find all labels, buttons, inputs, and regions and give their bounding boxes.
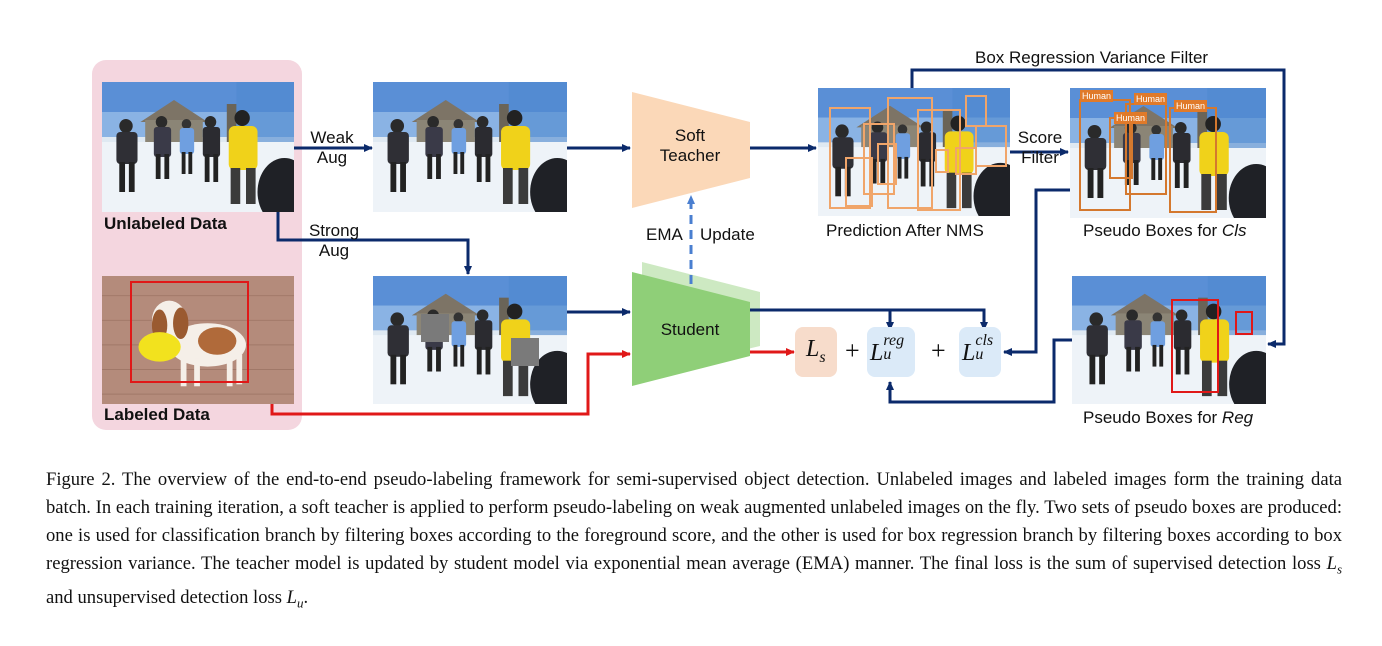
caption-math-1-sub: s — [1336, 561, 1342, 577]
pseudo-reg-image — [1072, 276, 1266, 404]
human-tag-4: Human — [1174, 100, 1208, 112]
loss-s-box — [795, 327, 837, 377]
caption-math-2-sub: u — [296, 595, 304, 611]
pseudo-cls-label-prefix: Pseudo Boxes for — [1083, 221, 1222, 240]
soft-teacher-label: Soft Teacher — [648, 126, 732, 166]
loss-u-reg-box — [867, 327, 915, 377]
labeled-to-student-arrow — [270, 350, 631, 416]
strong-aug-line1: Strong — [308, 221, 360, 240]
figure-caption: Figure 2. The overview of the end-to-end… — [46, 466, 1342, 617]
loss-u-cls: L cls u — [962, 333, 993, 368]
box-regression-filter-label: Box Regression Variance Filter — [975, 48, 1209, 67]
student-to-losses-arrow — [750, 308, 988, 331]
caption-text-2: and unsupervised detection loss — [46, 586, 287, 608]
loss-u-cls-sub: u — [975, 346, 984, 364]
score-filter-label: Score Filter — [1012, 128, 1068, 168]
score-filter-line1: Score — [1017, 128, 1063, 147]
human-tag-2: Human — [1134, 93, 1168, 105]
loss-s-sub: s — [819, 348, 826, 366]
loss-s-main: L — [806, 336, 820, 362]
soft-teacher-label-line1: Soft — [674, 126, 706, 145]
box-regression-filter-arrow — [910, 68, 1286, 348]
loss-u-reg-main: L — [870, 340, 884, 366]
student-label: Student — [660, 320, 720, 339]
strong-aug-line2: Aug — [318, 241, 350, 260]
pseudo-cls-label-em: Cls — [1221, 221, 1247, 240]
pseudo-reg-label-prefix: Pseudo Boxes for — [1083, 408, 1222, 427]
strong-aug-label: Strong Aug — [300, 221, 368, 261]
loss-u-cls-box — [959, 327, 1001, 377]
caption-math-2: L — [286, 586, 297, 608]
student-block — [632, 272, 750, 386]
soft-teacher-label-line2: Teacher — [659, 146, 721, 165]
plus-1: + — [845, 336, 860, 365]
score-filter-line2: Filter — [1021, 148, 1059, 167]
strong-aug-image — [373, 276, 567, 404]
loss-u-reg-sup: reg — [883, 332, 905, 350]
loss-u-reg: L reg u — [870, 333, 904, 368]
soft-teacher-block — [632, 92, 750, 208]
loss-u-reg-sub: u — [883, 346, 892, 364]
plus-2: + — [931, 336, 946, 365]
ema-label-2: Update — [700, 225, 755, 244]
caption-text-1: Figure 2. The overview of the end-to-end… — [46, 469, 1342, 574]
pseudo-reg-label-em: Reg — [1221, 408, 1254, 427]
weak-aug-line1: Weak — [310, 128, 354, 147]
ema-label-1: EMA — [646, 225, 683, 244]
labeled-data-label: Labeled Data — [104, 405, 210, 424]
unlabeled-data-label: Unlabeled Data — [104, 214, 227, 233]
pseudo-reg-to-lu-reg-arrow — [886, 338, 1072, 404]
prediction-nms-image — [818, 88, 1010, 216]
pseudo-reg-label: Pseudo Boxes for Reg — [1083, 408, 1253, 428]
loss-u-cls-main: L — [962, 340, 976, 366]
loss-u-cls-sup: cls — [975, 332, 994, 350]
human-tag-1: Human — [1080, 90, 1114, 102]
labeled-image — [102, 276, 294, 404]
caption-math-1: L — [1326, 553, 1337, 574]
strong-aug-arrow — [276, 212, 472, 275]
weak-aug-label: Weak Aug — [300, 128, 364, 168]
prediction-nms-label: Prediction After NMS — [826, 221, 984, 240]
pseudo-cls-to-lu-cls-arrow — [1003, 188, 1070, 356]
loss-s: Ls — [806, 336, 826, 367]
weak-aug-line2: Aug — [316, 148, 348, 167]
human-tag-3: Human — [1114, 112, 1148, 124]
caption-text-3: . — [303, 586, 309, 608]
flow-diagram — [270, 68, 1286, 416]
pseudo-cls-label: Pseudo Boxes for Cls — [1083, 221, 1246, 241]
